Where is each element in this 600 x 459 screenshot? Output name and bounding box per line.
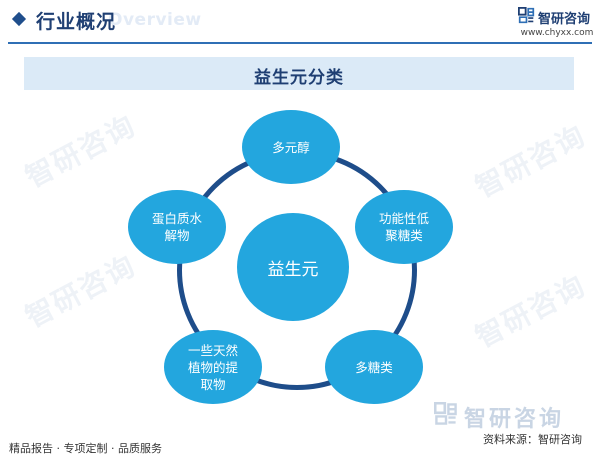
footer-slogan: 精品报告 · 专项定制 · 品质服务 [9, 442, 162, 455]
header-title-en: Overview [108, 10, 202, 30]
node-polyol: 多元醇 [242, 110, 340, 184]
header-rule [8, 42, 592, 44]
brand-logo-icon [434, 402, 457, 425]
node-label: 功能性低聚糖类 [378, 211, 429, 243]
diagram-title: 益生元分类 [254, 68, 344, 88]
brand-url: www.chyxx.com [520, 28, 594, 38]
node-protein-hydrolysate: 蛋白质水解物 [128, 190, 226, 264]
header-title: 行业概况 [36, 11, 117, 33]
node-plant-extract: 一些天然植物的提取物 [164, 330, 262, 404]
page-header: Overview 行业概况 智研咨询 www.chyxx.com [0, 0, 600, 42]
brand-name: 智研咨询 [538, 12, 591, 27]
node-label: 多糖类 [355, 359, 393, 375]
node-label: 一些天然植物的提取物 [187, 342, 238, 392]
node-polysaccharide: 多糖类 [325, 330, 423, 404]
diagram-title-band: 益生元分类 [24, 57, 574, 90]
brand-top: 智研咨询 www.chyxx.com [518, 6, 596, 40]
node-label: 多元醇 [272, 139, 310, 155]
node-functional-oligosaccharide: 功能性低聚糖类 [355, 190, 453, 264]
center-node: 益生元 [237, 213, 349, 321]
footer-source: 资料来源：智研咨询 [483, 433, 582, 446]
brand-bottom-name: 智研咨询 [464, 407, 565, 432]
brand-logo-icon [518, 7, 535, 24]
brand-bottom: 智研咨询 [434, 400, 584, 432]
node-label: 蛋白质水解物 [151, 211, 202, 243]
